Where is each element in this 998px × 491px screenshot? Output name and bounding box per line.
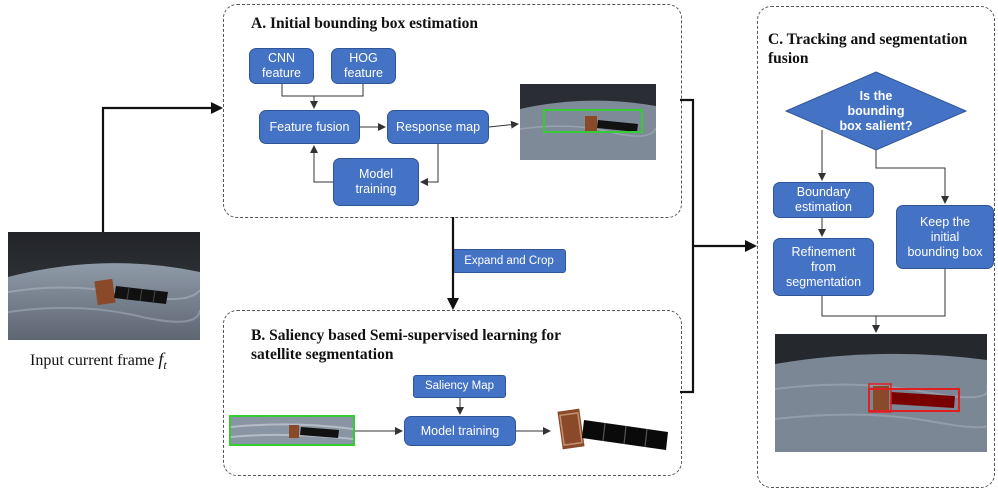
arrow-input-to-a [101, 102, 223, 232]
arrow-a-to-c [680, 98, 695, 246]
final-output-illustration [775, 334, 987, 452]
panel-b-title-line2: satellite segmentation [251, 346, 394, 363]
model-training-a-box: Model training [333, 158, 419, 206]
input-caption-text: Input current frame [30, 352, 159, 369]
panel-a-title: A. Initial bounding box estimation [251, 15, 478, 32]
segmented-satellite-illustration [557, 408, 668, 450]
panel-c-title-line1: C. Tracking and segmentation [768, 31, 968, 48]
model-training-b-box: Model training [404, 416, 516, 446]
input-frame-image [8, 232, 200, 340]
arrow-decision-to-keep [875, 150, 949, 204]
segmented-satellite-image [552, 404, 672, 458]
arrow-keep-to-output [876, 269, 946, 317]
input-caption-sub: t [163, 358, 167, 373]
cropped-frame-illustration [231, 417, 353, 444]
arrow-training-to-fusion [310, 145, 333, 183]
cropped-frame-image [229, 415, 355, 446]
saliency-map-box: Saliency Map [413, 375, 506, 398]
arrow-response-to-image [488, 120, 519, 129]
response-output-image [520, 84, 656, 160]
final-output-image [775, 334, 987, 452]
input-frame-illustration [8, 232, 200, 340]
refinement-box: Refinement from segmentation [773, 238, 874, 296]
response-output-illustration [520, 84, 656, 160]
input-caption: Input current frame ft [30, 349, 167, 373]
panel-b-title-line1: B. Saliency based Semi-supervised learni… [251, 327, 562, 344]
arrow-cnn-to-fusion [281, 84, 318, 109]
panel-c-title-line2: fusion [768, 50, 809, 67]
hog-feature-box: HOG feature [331, 48, 396, 84]
expand-crop-box: Expand and Crop [452, 249, 566, 273]
cnn-feature-box: CNN feature [249, 48, 314, 84]
arrow-response-to-training [420, 144, 439, 186]
boundary-estimation-box: Boundary estimation [773, 182, 874, 218]
keep-box: Keep the initial bounding box [896, 205, 994, 269]
response-map-box: Response map [387, 110, 489, 144]
arrow-refinement-to-output [821, 296, 880, 333]
arrow-hog-to-fusion [314, 84, 364, 97]
decision-label: Is the bounding box salient? [839, 88, 913, 133]
feature-fusion-box: Feature fusion [259, 110, 360, 144]
input-caption-var: f [158, 349, 164, 369]
arrow-b-to-c [680, 246, 695, 394]
